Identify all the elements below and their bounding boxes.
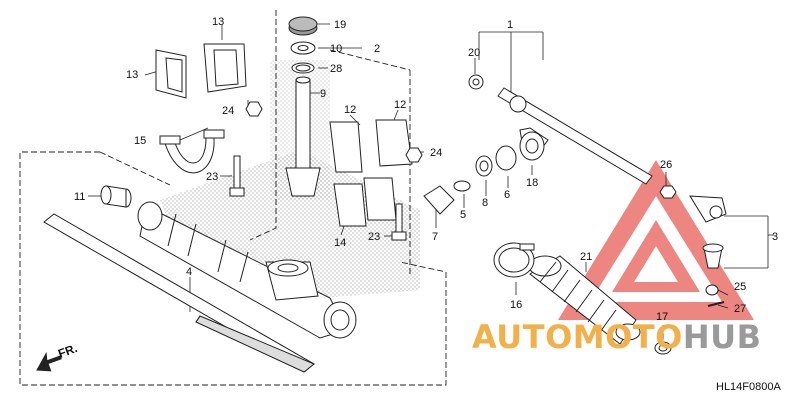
- callout-7: 7: [432, 231, 438, 243]
- callout-17: 17: [656, 311, 668, 323]
- mount-cushions: [155, 43, 247, 99]
- callout-16: 16: [510, 299, 522, 311]
- callout-24-right: 24: [430, 147, 442, 159]
- callout-10: 10: [330, 43, 342, 55]
- rack-bar: [43, 213, 315, 373]
- seal-stack: [288, 16, 318, 74]
- callout-25: 25: [734, 281, 746, 293]
- callout-27: 27: [734, 303, 746, 315]
- bushing: [100, 185, 132, 208]
- tie-rod: [468, 74, 653, 185]
- callout-1: 1: [507, 19, 513, 31]
- rack-boot: [528, 255, 641, 345]
- callout-labels: 1 2 3 4 5 6 7 8 9 10 11 12 12 13 13 14 1…: [56, 16, 778, 361]
- callout-14: 14: [334, 237, 346, 249]
- pinion-shaft: [285, 76, 321, 197]
- callout-13-top: 13: [212, 16, 224, 28]
- diagram-code: HL14F0800A: [716, 381, 781, 393]
- group-outline: [19, 10, 447, 386]
- yoke-parts: [423, 131, 545, 215]
- callout-20: 20: [468, 47, 480, 59]
- callout-26: 26: [660, 159, 672, 171]
- callout-11: 11: [74, 191, 85, 203]
- front-arrow-icon: [36, 351, 62, 372]
- callout-3: 3: [772, 231, 778, 243]
- callout-4: 4: [186, 266, 192, 278]
- watermark-logo: [558, 160, 754, 320]
- callout-5: 5: [460, 209, 466, 221]
- callout-28: 28: [330, 63, 342, 75]
- leader-lines: [88, 23, 774, 340]
- callout-12-right: 12: [394, 99, 406, 111]
- boot-band: [493, 242, 535, 278]
- bolts: [229, 101, 423, 241]
- gearbox-housing: [137, 201, 357, 339]
- callout-18: 18: [526, 177, 538, 189]
- mount-clamp: [159, 129, 225, 174]
- watermark-text-part1: AUTOMOTO: [472, 318, 683, 356]
- callout-8: 8: [482, 197, 488, 209]
- callout-12-left: 12: [344, 104, 356, 116]
- watermark-text-part2: HUB: [682, 318, 762, 356]
- tie-rod-end: [659, 185, 727, 307]
- callout-19: 19: [334, 19, 346, 31]
- callout-23-left: 23: [206, 171, 218, 183]
- boot-clip: [654, 341, 672, 355]
- callout-6: 6: [504, 189, 510, 201]
- callout-21: 21: [580, 251, 592, 263]
- callout-13-left: 13: [126, 69, 138, 81]
- watermark-text: AUTOMOTOHUB: [472, 318, 762, 356]
- callout-15: 15: [134, 135, 146, 147]
- callout-9: 9: [320, 88, 326, 100]
- callout-2: 2: [374, 43, 380, 55]
- callout-23-right: 23: [368, 231, 380, 243]
- front-label: FR.: [56, 341, 79, 361]
- callout-24-left: 24: [222, 105, 234, 117]
